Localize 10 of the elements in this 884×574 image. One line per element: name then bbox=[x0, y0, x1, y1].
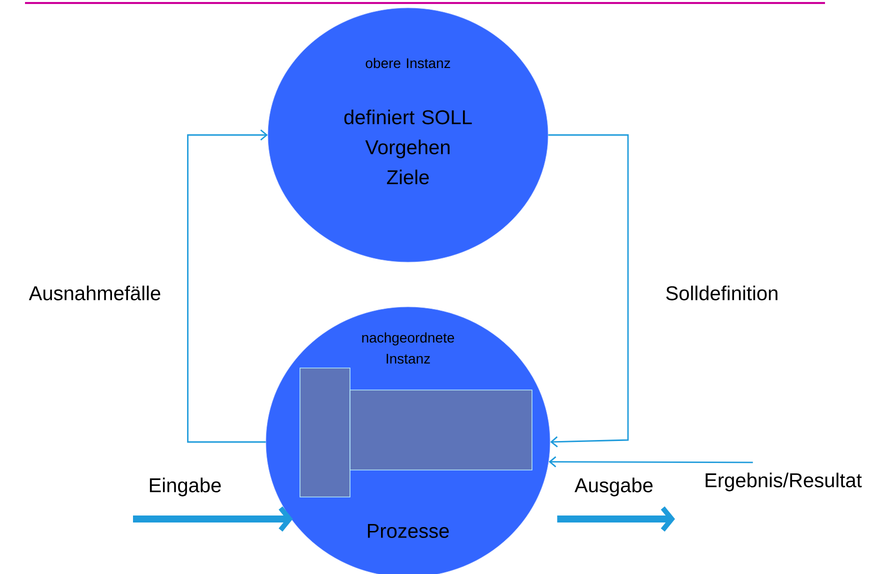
edge-label: Ausnahmefälle bbox=[28, 286, 160, 300]
arrow bbox=[557, 506, 675, 532]
arrow bbox=[133, 506, 293, 532]
edge-label: Ausgabe bbox=[574, 478, 653, 496]
text-label: Ergebnis/Resultat bbox=[706, 472, 862, 492]
edge-label: Solldefinition bbox=[666, 286, 778, 300]
arrow bbox=[548, 134, 629, 448]
edge-label: Eingabe bbox=[150, 478, 221, 496]
arrow bbox=[548, 456, 753, 468]
arrow bbox=[187, 129, 268, 443]
